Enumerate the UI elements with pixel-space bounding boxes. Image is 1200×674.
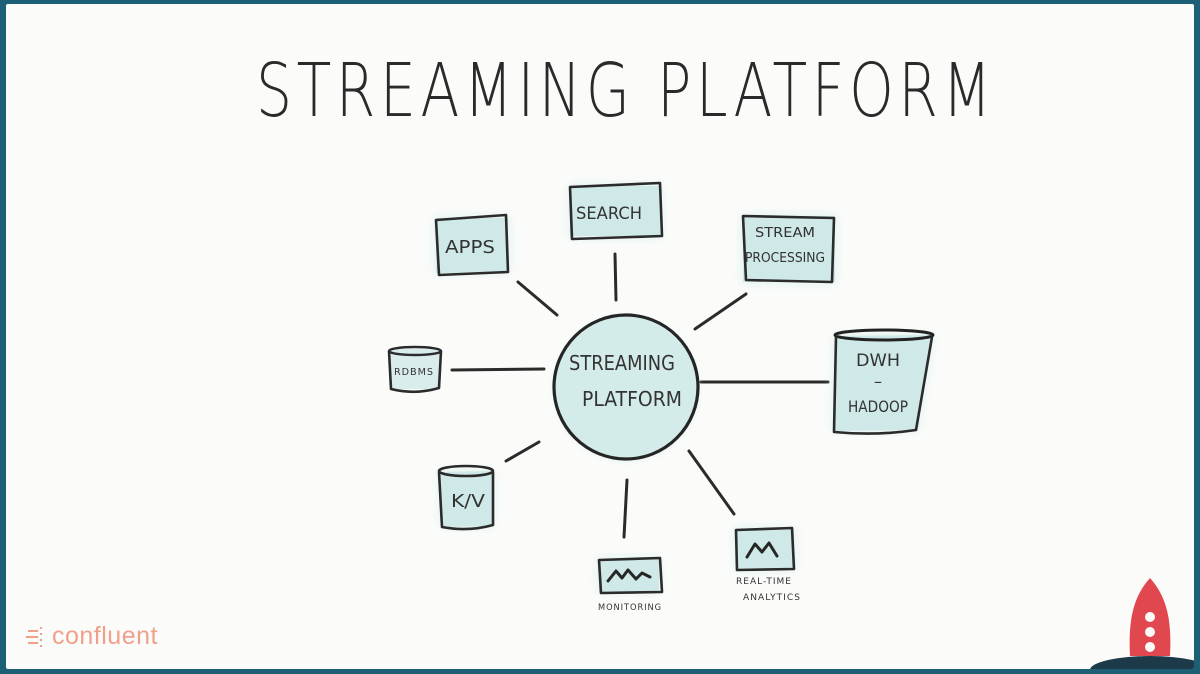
connector-realtime — [687, 449, 736, 516]
rocket-icon — [1090, 578, 1194, 669]
connectors — [450, 252, 830, 539]
confluent-wordmark: confluent — [52, 622, 158, 650]
diagram-canvas: STREAMING PLATFORM STREAMING PLATFORM SE… — [256, 48, 996, 613]
dwh-label-line2: – — [874, 372, 882, 391]
rdbms-label: RDBMS — [394, 367, 434, 378]
search-label: SEARCH — [576, 204, 642, 224]
node-monitoring: MONITORING — [597, 556, 664, 613]
node-apps: APPS — [434, 213, 510, 277]
stream-processing-label-line2: PROCESSING — [745, 251, 825, 266]
stream-processing-label-line1: STREAM — [755, 226, 815, 241]
node-stream-processing: STREAM PROCESSING — [741, 214, 837, 284]
slide: STREAMING PLATFORM STREAMING PLATFORM SE… — [6, 4, 1194, 669]
connector-apps — [516, 280, 559, 317]
confluent-logo: confluent — [26, 622, 158, 651]
node-kv: K/V — [437, 464, 495, 531]
monitoring-label: MONITORING — [598, 603, 662, 613]
node-search: SEARCH — [568, 181, 664, 241]
diagram-title: STREAMING PLATFORM — [256, 48, 996, 134]
node-dwh-hadoop: DWH – HADOOP — [832, 328, 935, 435]
center-node: STREAMING PLATFORM — [552, 313, 700, 461]
connector-rdbms — [450, 367, 546, 372]
analytics-chart-icon — [745, 541, 779, 559]
kv-label: K/V — [451, 491, 486, 512]
node-realtime-analytics: REAL-TIME ANALYTICS — [734, 526, 801, 603]
dwh-label-line3: HADOOP — [848, 397, 908, 416]
center-label-line1: STREAMING — [569, 351, 675, 375]
node-rdbms: RDBMS — [387, 345, 443, 394]
connector-monitoring — [622, 478, 629, 539]
monitoring-chart-icon — [606, 568, 652, 583]
apps-label: APPS — [445, 237, 495, 258]
center-label-line2: PLATFORM — [582, 387, 682, 411]
dwh-label-line1: DWH — [856, 351, 900, 371]
connector-kv — [504, 440, 541, 463]
realtime-label-line2: ANALYTICS — [743, 593, 801, 603]
connector-stream-processing — [693, 292, 748, 331]
confluent-mark-icon — [26, 626, 42, 647]
connector-search — [613, 252, 618, 302]
realtime-label-line1: REAL-TIME — [736, 577, 792, 587]
